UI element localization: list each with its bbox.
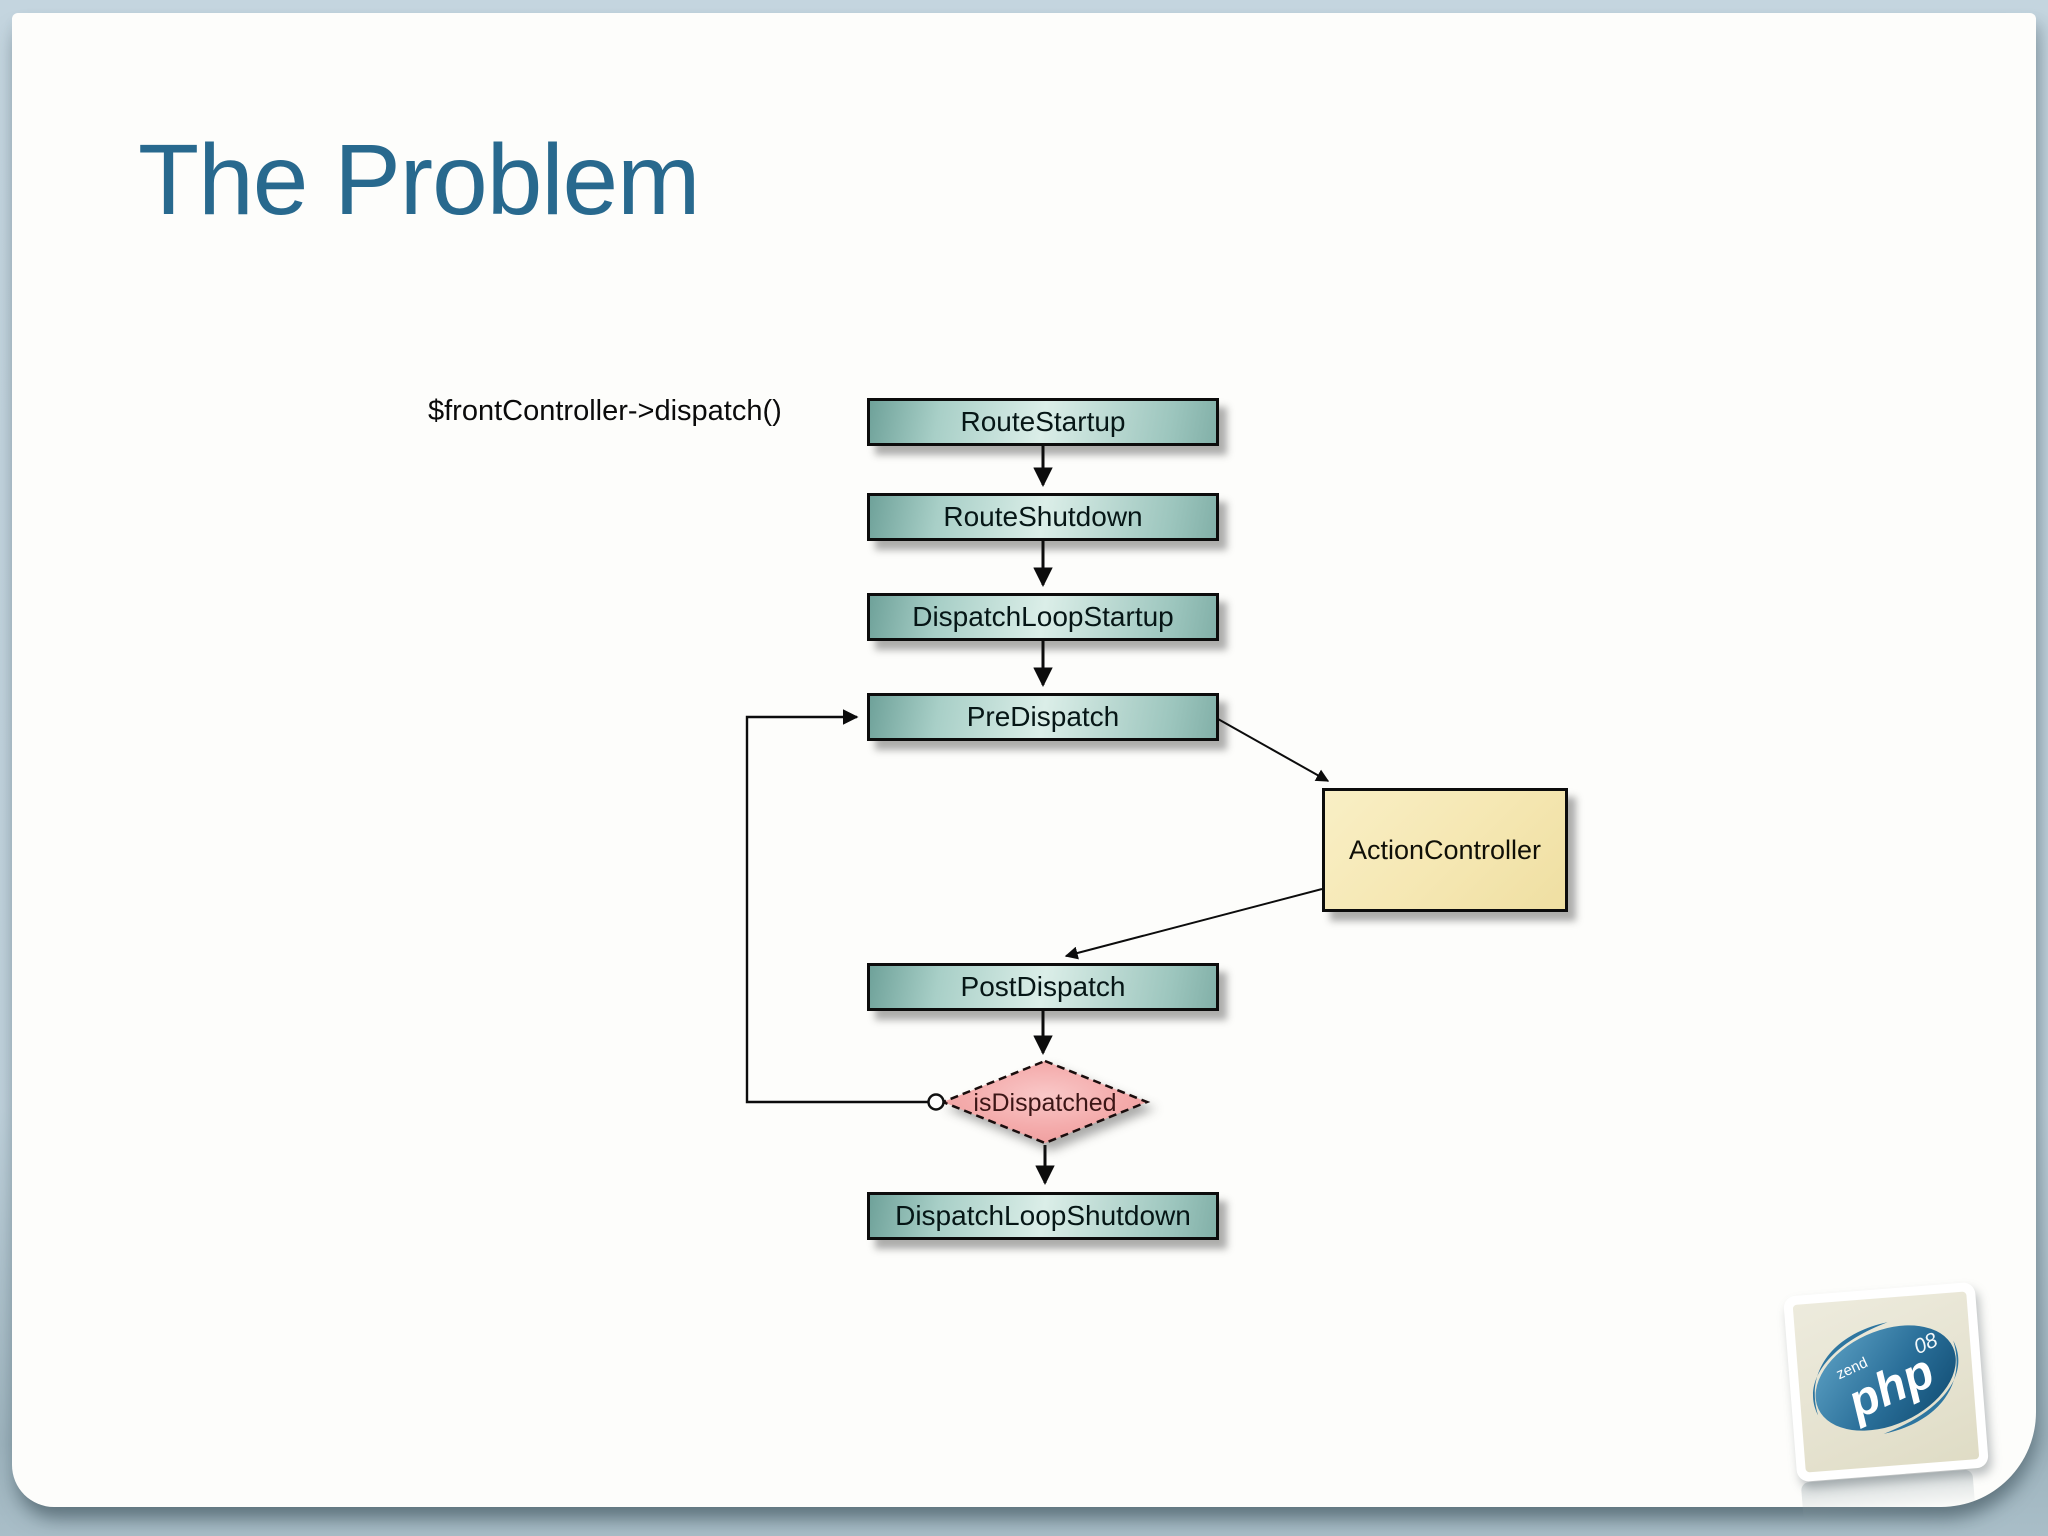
dispatch-code-label: $frontController->dispatch() xyxy=(428,395,782,427)
flow-node-postdispatch: PostDispatch xyxy=(867,963,1219,1011)
flow-node-dispatchloopshutdown: DispatchLoopShutdown xyxy=(867,1192,1219,1240)
slide: The Problem $frontController->dispatch()… xyxy=(12,13,2036,1521)
logo-swoosh-bottom xyxy=(1883,1340,1959,1434)
loop-arrow-isdispatched-to-predispatch xyxy=(745,709,928,1104)
flow-node-actioncontroller: ActionController xyxy=(1322,788,1568,912)
zend-php-logo-panel: zend php 08 xyxy=(1792,1291,1980,1473)
page-title: The Problem xyxy=(138,124,700,236)
flow-node-predispatch: PreDispatch xyxy=(867,693,1219,741)
logo-ellipse xyxy=(1815,1325,1956,1431)
zend-php-logo: zend php 08 xyxy=(1813,1322,1959,1434)
decision-label: isDispatched xyxy=(973,1089,1116,1117)
flow-node-routeshutdown: RouteShutdown xyxy=(867,493,1219,541)
flow-node-dispatchloopstartup: DispatchLoopStartup xyxy=(867,593,1219,641)
flow-connectors: isDispatched xyxy=(745,446,1330,1185)
flow-node-routestartup: RouteStartup xyxy=(867,398,1219,446)
logo-swoosh-top xyxy=(1813,1322,1888,1416)
arrow-actioncontroller-to-postdispatch xyxy=(1064,888,1323,960)
zend-php-logo-card: zend php 08 xyxy=(1782,1281,1990,1483)
decision-diamond-isdispatched xyxy=(939,1059,1151,1145)
loop-connector-dot xyxy=(927,1093,945,1111)
arrow-predispatch-to-actioncontroller xyxy=(1217,718,1330,782)
